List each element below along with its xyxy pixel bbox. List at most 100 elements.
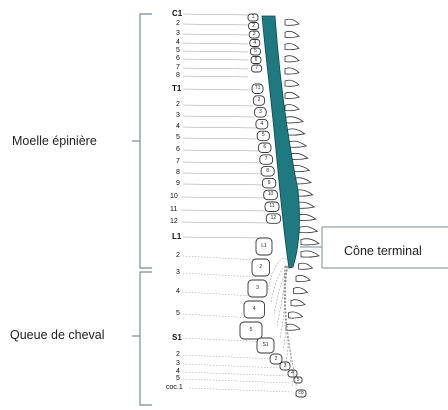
leader-line <box>183 127 256 128</box>
leader-line <box>183 173 264 174</box>
leader-line <box>183 162 262 163</box>
level-label: 12 <box>170 218 178 225</box>
vertebra-label: 3 <box>248 286 267 291</box>
conus-terminal-label: Cône terminal <box>344 244 422 258</box>
vertebra-label: 11 <box>265 204 279 209</box>
spinous-process <box>285 117 303 123</box>
level-label: C1 <box>172 10 182 17</box>
vertebra-label: T1 <box>252 86 263 91</box>
vertebra-label: 12 <box>266 216 280 221</box>
vertebra-label: 5 <box>257 133 269 138</box>
spinal-cord-bracket <box>132 14 152 268</box>
level-label: 5 <box>176 134 180 141</box>
spinous-process <box>285 92 299 98</box>
spinal-cord-label: Moelle épinière <box>12 134 97 148</box>
spinous-process <box>299 227 317 233</box>
spinous-process <box>288 141 306 147</box>
vertebra-label: 1 <box>248 15 258 20</box>
level-label: 2 <box>176 351 180 358</box>
leader-line <box>183 184 266 185</box>
level-label: 11 <box>170 206 177 213</box>
vertebra-label: 7 <box>252 66 262 71</box>
spinous-process <box>285 105 299 111</box>
vertebra-label: 6 <box>251 58 261 63</box>
vertebra-label: 8 <box>261 169 274 174</box>
leader-line <box>183 68 248 69</box>
vertebra-label: L1 <box>256 244 272 249</box>
spinous-process <box>291 300 305 306</box>
leader-line <box>183 34 248 35</box>
spinous-process <box>285 68 299 74</box>
leader-line <box>183 43 248 44</box>
vertebra-label: 6 <box>259 145 272 150</box>
leader-line <box>181 197 266 198</box>
spinous-process <box>285 44 299 50</box>
leader-line <box>181 210 268 211</box>
vertebra-label: 3 <box>255 110 267 115</box>
level-label: 6 <box>176 146 180 153</box>
spinous-process <box>286 324 300 330</box>
cauda-equina-bracket <box>132 272 152 405</box>
spinous-process <box>285 31 299 37</box>
spinous-process <box>289 312 303 318</box>
vertebra-label: 2 <box>270 357 282 362</box>
spinous-process <box>299 263 313 269</box>
vertebra-label: 5 <box>294 378 302 383</box>
level-label: 10 <box>170 193 178 200</box>
leader-line <box>183 355 276 359</box>
vertebra-label: 10 <box>264 192 278 197</box>
vertebra-label: 4 <box>288 371 297 376</box>
leader-line <box>183 150 260 151</box>
level-label: L1 <box>172 233 181 240</box>
level-label: 7 <box>176 158 180 165</box>
level-label: 4 <box>176 368 180 375</box>
level-label: 8 <box>176 169 180 176</box>
vertebra-label: 2 <box>253 98 264 103</box>
leader-line <box>183 59 248 60</box>
vertebra-label: 5 <box>250 49 260 54</box>
spinous-process <box>285 80 299 86</box>
leader-line <box>183 292 254 296</box>
level-label: 8 <box>176 72 180 79</box>
leader-line <box>181 222 268 223</box>
level-label: 6 <box>176 55 180 62</box>
vertebra-label: 2 <box>249 24 259 29</box>
spinous-process <box>287 129 305 135</box>
spinous-process <box>298 214 316 220</box>
vertebra-label: 3 <box>280 364 290 369</box>
leader-line <box>183 379 292 383</box>
level-label: 3 <box>176 360 180 367</box>
vertebra-label: 2 <box>252 265 270 270</box>
cauda-equina-label: Queue de cheval <box>10 328 105 342</box>
spinous-process <box>294 288 308 294</box>
vertebra-label: 7 <box>260 157 273 162</box>
nerve-root <box>285 266 288 362</box>
level-label: 4 <box>176 288 180 295</box>
level-label: 4 <box>176 123 180 130</box>
level-label: 5 <box>176 375 180 382</box>
vertebra-label: S1 <box>257 343 274 348</box>
level-label: 3 <box>176 112 180 119</box>
level-label: 2 <box>176 101 180 108</box>
vertebra-label: 4 <box>250 41 260 46</box>
vertebra-label: 4 <box>256 122 268 127</box>
leader-line <box>183 314 254 318</box>
level-label: T1 <box>172 85 181 92</box>
spinous-process <box>301 251 319 257</box>
level-label: 7 <box>176 64 180 71</box>
level-label: 9 <box>176 180 180 187</box>
leader-line <box>183 89 250 90</box>
nerve-root <box>283 266 287 350</box>
level-label: S1 <box>172 334 182 341</box>
vertebra-label: 4 <box>244 307 265 312</box>
vertebra-label: 3 <box>249 32 259 37</box>
leader-line <box>183 24 248 25</box>
leader-line <box>183 237 260 238</box>
level-label: 5 <box>176 47 180 54</box>
level-label: 4 <box>176 39 180 46</box>
vertebra-label: 9 <box>262 181 275 186</box>
leader-line <box>183 364 282 368</box>
leader-line <box>183 51 248 52</box>
